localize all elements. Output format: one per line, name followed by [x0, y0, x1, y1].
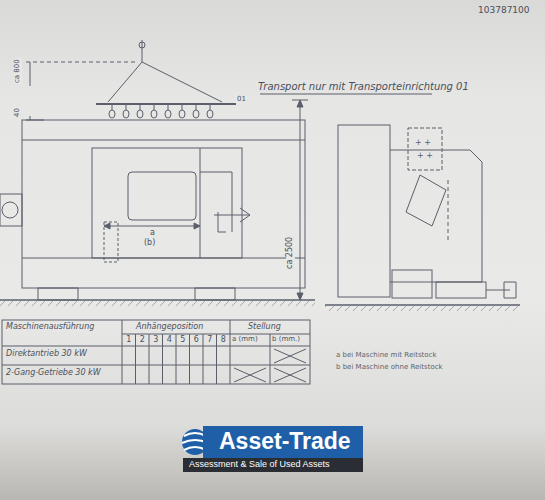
table-header: 1 [126, 336, 131, 345]
table-header: b (mm.) [272, 336, 300, 344]
table-header: 2 [140, 336, 145, 345]
table-header: a (mm) [232, 336, 258, 344]
table-header: Maschinenausführung [6, 323, 94, 332]
table-header: 8 [221, 336, 226, 345]
svg-text:+ +: + + [417, 151, 433, 160]
dimension: 40 [14, 107, 22, 118]
dimension: ca 2500 [286, 236, 295, 270]
table-header: Anhängeposition [136, 323, 203, 332]
watermark-box: Asset-TradeAssessment & Sale of Used Ass… [203, 426, 363, 472]
table-header: 6 [194, 336, 199, 345]
title-underline [260, 94, 432, 95]
part-callout: 01 [236, 96, 247, 104]
dimension: a [149, 229, 156, 238]
table-header: 3 [153, 336, 158, 345]
dimension: ca 800 [14, 58, 22, 84]
watermark-title: Asset-Trade [203, 426, 363, 458]
dimension: (b) [144, 239, 155, 248]
note: a bei Maschine mit Reitstock [336, 352, 436, 360]
table-header: 5 [180, 336, 185, 345]
table-grid [2, 320, 310, 384]
drawing-title: Transport nur mit Transporteinrichtung 0… [258, 81, 469, 92]
table-cell: Direktantrieb 30 kW [6, 350, 87, 359]
note: b bei Maschine ohne Reitstock [336, 364, 443, 372]
table-header: 7 [207, 336, 212, 345]
table-header: Stellung [248, 323, 281, 332]
side-view: + + + + [325, 125, 520, 311]
watermark-subtitle: Assessment & Sale of Used Assets [183, 458, 363, 472]
svg-text:+ +: + + [415, 138, 431, 147]
table-header: 4 [167, 336, 172, 345]
table-cell: 2-Gang-Getriebe 30 kW [6, 369, 101, 378]
front-view [0, 40, 315, 306]
drawing-number: 103787100 [478, 6, 530, 16]
